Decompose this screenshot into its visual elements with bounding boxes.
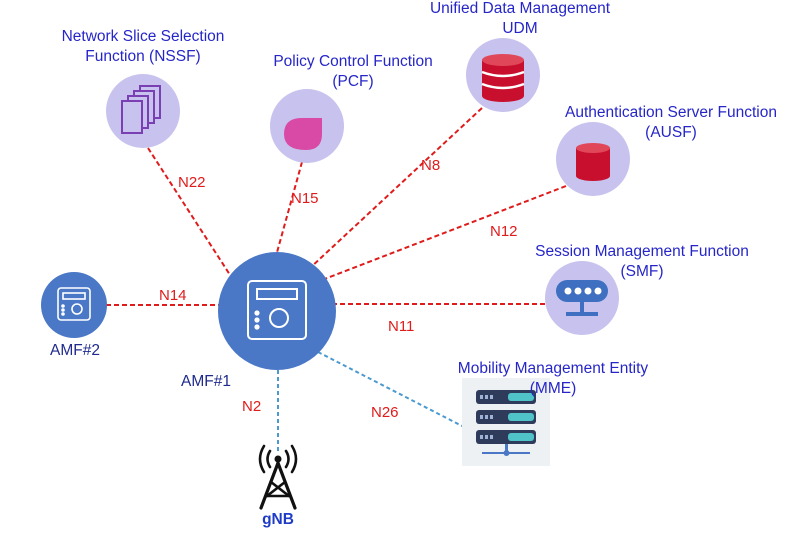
amf1-node[interactable] (218, 252, 336, 370)
nssf-label-line1: Network Slice Selection (61, 28, 225, 45)
cylinder-icon (576, 143, 610, 181)
interface-label-n15: N15 (291, 190, 319, 207)
pcf-label-line1: Policy Control Function (273, 53, 433, 70)
server-rack-icon (476, 390, 536, 456)
udm-node[interactable] (466, 38, 540, 112)
links (106, 107, 567, 452)
router-icon (556, 280, 608, 316)
stacked-documents-icon (121, 85, 161, 134)
nssf-label: Network Slice Selection Function (NSSF) (48, 27, 238, 67)
mme-label-line1: Mobility Management Entity (457, 360, 649, 377)
nssf-node[interactable] (106, 74, 180, 148)
amf2-label: AMF#2 (50, 342, 100, 359)
interface-label-n8: N8 (421, 157, 441, 174)
amf1-label: AMF#1 (181, 373, 231, 390)
gnb-label: gNB (262, 511, 294, 528)
interface-label-n14: N14 (159, 287, 187, 304)
nssf-label-line2: Function (NSSF) (85, 48, 201, 65)
antenna-tower-icon (258, 444, 298, 510)
interface-label-n11: N11 (388, 318, 415, 335)
udm-label-line2: UDM (502, 20, 538, 37)
udm-label-line1: Unified Data Management (429, 0, 611, 17)
pcf-label: Policy Control Function (PCF) (258, 52, 448, 92)
mme-label: Mobility Management Entity (MME) (438, 359, 668, 399)
ausf-label: Authentication Server Function (AUSF) (548, 103, 794, 143)
mme-label-line2: (MME) (529, 380, 577, 397)
smf-label-line2: (SMF) (620, 263, 664, 280)
ausf-label-line1: Authentication Server Function (565, 104, 777, 121)
mme-node[interactable] (462, 378, 550, 466)
smf-label: Session Management Function (SMF) (516, 242, 768, 282)
link-n15 (275, 161, 303, 257)
link-n22 (147, 147, 233, 279)
smf-node[interactable] (545, 261, 619, 335)
link-n8 (309, 107, 483, 269)
drop-icon (284, 118, 322, 150)
link-n12 (321, 185, 567, 281)
server-box-icon (57, 287, 91, 321)
amf2-node[interactable] (41, 272, 107, 338)
interface-label-n12: N12 (490, 223, 518, 240)
interface-label-n26: N26 (371, 404, 399, 421)
smf-label-line1: Session Management Function (535, 243, 749, 260)
ausf-node[interactable] (556, 122, 630, 196)
amf1-circle (218, 252, 336, 370)
udm-label: Unified Data Management UDM (412, 0, 628, 39)
pcf-node[interactable] (270, 89, 344, 163)
gnb-node[interactable] (258, 444, 298, 510)
ausf-label-line2: (AUSF) (645, 124, 697, 141)
interface-label-n22: N22 (178, 174, 206, 191)
interface-label-n2: N2 (242, 398, 262, 415)
database-icon (481, 54, 525, 102)
server-box-icon (247, 280, 307, 340)
pcf-label-line2: (PCF) (332, 73, 374, 90)
